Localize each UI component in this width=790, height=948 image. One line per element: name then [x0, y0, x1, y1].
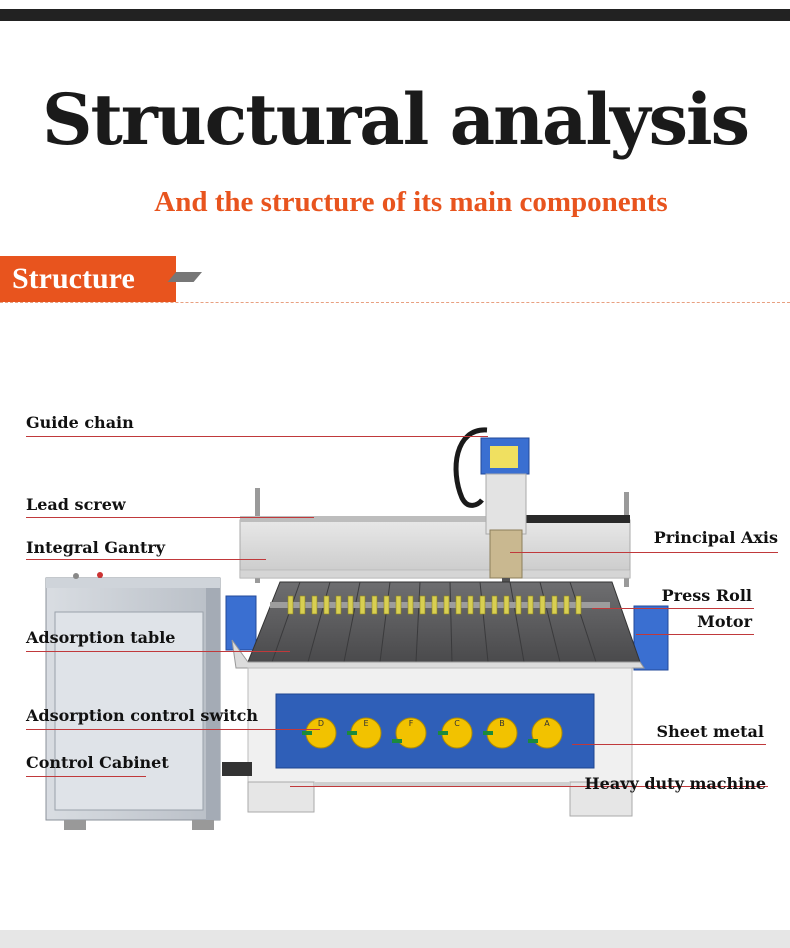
control-cabinet-side [206, 578, 220, 820]
switch-letter: B [499, 719, 505, 728]
switch-knobs [305, 717, 563, 749]
cable [222, 762, 252, 776]
gantry-rail [240, 516, 510, 522]
motor-right [633, 605, 669, 671]
switch-letter: D [318, 719, 324, 728]
leader-line-principal-axis [510, 552, 778, 553]
switch-letter: A [544, 719, 550, 728]
leader-line-guide-chain [26, 436, 488, 437]
label-motor: Motor [697, 612, 752, 631]
table-edge [231, 639, 645, 669]
top-bar [0, 9, 790, 21]
machine-base [314, 782, 570, 786]
leader-line-press-roll [592, 608, 754, 609]
label-integral-gantry: Integral Gantry [26, 538, 166, 557]
spindle-label [490, 446, 518, 468]
switch-knob [395, 717, 427, 749]
table-top-surface [247, 581, 641, 663]
switch-letter: C [454, 719, 460, 728]
label-adsorption-control-switch: Adsorption control switch [26, 706, 259, 725]
gantry-beam [239, 519, 631, 579]
press-roll-wheels [287, 595, 582, 615]
label-lead-screw: Lead screw [26, 495, 126, 514]
switch-letter: E [363, 719, 368, 728]
section-divider [0, 302, 790, 303]
spindle-carriage [485, 473, 527, 535]
label-principal-axis: Principal Axis [653, 528, 778, 547]
switch-handles [302, 731, 538, 743]
page-title: Structural analysis [42, 78, 750, 161]
gantry-rail-dark [510, 515, 630, 523]
label-sheet-metal: Sheet metal [656, 722, 764, 741]
machine-leg-right [569, 781, 633, 817]
control-cabinet-door [54, 611, 204, 811]
leader-line-adsorption-switch [26, 729, 320, 730]
label-press-roll: Press Roll [661, 586, 752, 605]
bottom-bar [0, 930, 790, 948]
leader-line-lead-screw [26, 517, 314, 518]
label-heavy-duty-machine: Heavy duty machine [584, 774, 766, 793]
label-adsorption-table: Adsorption table [26, 628, 176, 647]
table-grooves [271, 581, 597, 663]
leader-line-adsorption-table [26, 651, 290, 652]
leader-line-motor [636, 634, 754, 635]
control-cabinet-top [46, 578, 220, 588]
switch-knob-letters: D E F C B A [318, 719, 550, 728]
leader-line-heavy-duty [290, 786, 768, 787]
spindle-motor [489, 529, 523, 579]
cabinet-foot-right [192, 820, 214, 830]
leader-line-control-cabinet [26, 776, 146, 777]
cabinet-foot-left [64, 820, 86, 830]
press-roll-bar [270, 602, 610, 608]
switch-knob [531, 717, 563, 749]
machine-leg-left [247, 781, 315, 813]
leader-line-sheet-metal [572, 744, 766, 745]
label-guide-chain: Guide chain [26, 413, 134, 432]
switch-letter: F [409, 719, 414, 728]
page-subtitle: And the structure of its main components [154, 186, 668, 218]
cabinet-button-red [97, 572, 103, 578]
leader-line-integral-gantry [26, 559, 266, 560]
label-control-cabinet: Control Cabinet [26, 753, 169, 772]
section-tag: Structure [0, 256, 176, 302]
cabinet-button-gray [73, 573, 79, 579]
gantry-lower-rail [239, 569, 631, 579]
motor-left [225, 595, 257, 651]
